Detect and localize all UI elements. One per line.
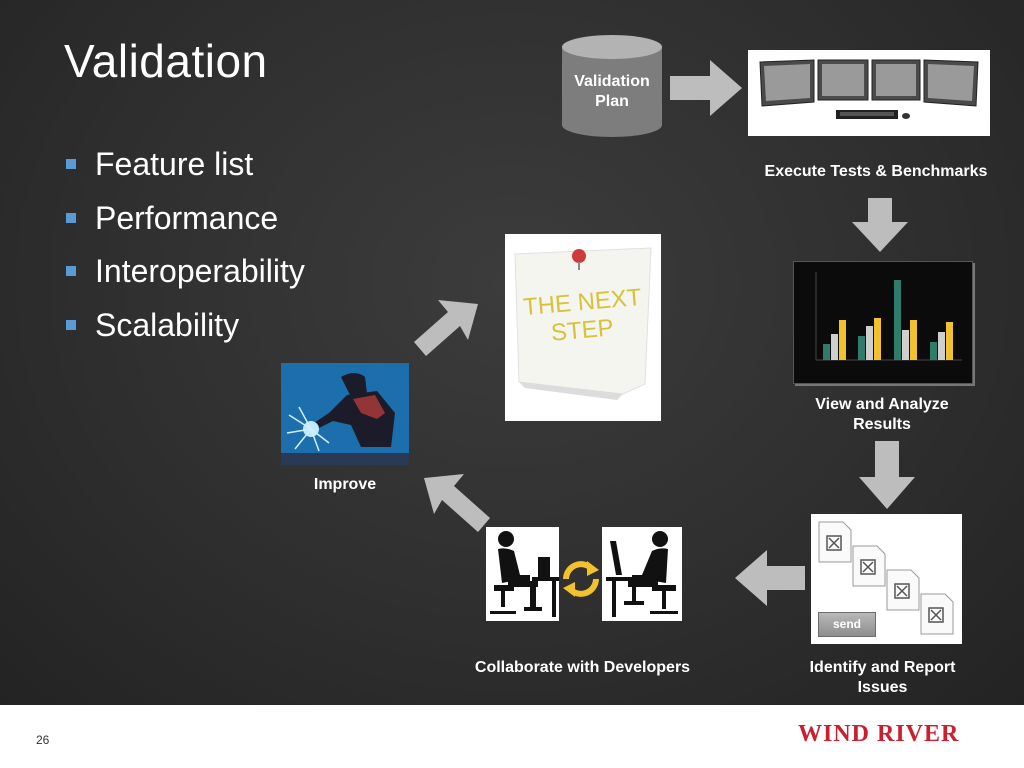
execute-tests-label: Execute Tests & Benchmarks: [764, 163, 988, 180]
identify-report-label: Identify and Report Issues: [809, 659, 956, 696]
arrow-up-right-icon: [414, 300, 478, 356]
developer-at-computer-image: [602, 527, 682, 621]
slide-content: Validation Feature list Performance Inte…: [0, 0, 1024, 705]
send-button[interactable]: send: [818, 612, 876, 637]
results-bar-chart-image: [793, 261, 973, 384]
bullet-item: Feature list: [64, 138, 305, 192]
bullet-square-icon: [66, 266, 76, 276]
bullet-list: Feature list Performance Interoperabilit…: [64, 138, 305, 352]
welder-image: [281, 363, 409, 465]
next-step-note-image: THE NEXT STEP: [505, 234, 661, 421]
database-cylinder-icon: [562, 35, 662, 137]
arrow-up-left-icon: [424, 474, 490, 532]
bullet-square-icon: [66, 159, 76, 169]
bullet-square-icon: [66, 319, 76, 330]
slide-title: Validation: [64, 35, 268, 87]
sync-icon: [563, 561, 599, 597]
monitors-image: [748, 50, 990, 136]
improve-label: Improve: [313, 476, 377, 493]
svg-text:STEP: STEP: [550, 314, 615, 346]
bullet-item: Scalability: [64, 299, 305, 353]
bullet-item: Interoperability: [64, 245, 305, 299]
bullet-item: Performance: [64, 192, 305, 246]
page-number: 26: [36, 733, 50, 747]
validation-plan-label: Validation Plan: [574, 73, 650, 110]
arrow-down-icon: [852, 198, 908, 252]
wind-river-logo: WIND RIVER: [798, 721, 960, 747]
arrow-down-icon: [859, 441, 915, 509]
arrow-left-icon: [735, 550, 805, 606]
bullet-square-icon: [66, 212, 76, 223]
collaborate-label: Collaborate with Developers: [474, 659, 691, 676]
view-analyze-label: View and Analyze Results: [815, 396, 949, 433]
developer-at-desk-image: [486, 527, 559, 621]
arrow-right-icon: [670, 60, 742, 116]
